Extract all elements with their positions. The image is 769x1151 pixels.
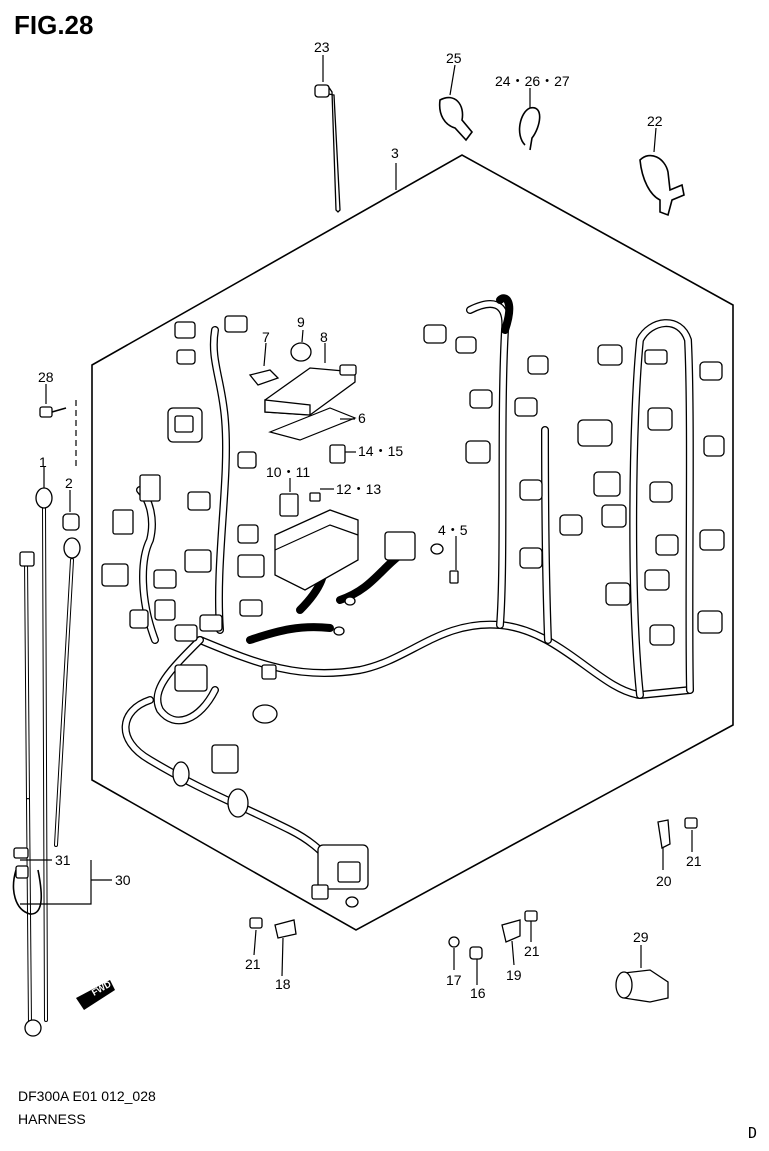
- callout-10-11: 10・11: [266, 464, 310, 480]
- callout-31: 31: [55, 852, 71, 868]
- callout-29: 29: [633, 929, 649, 945]
- callout-14-15: 14・15: [358, 443, 403, 459]
- callout-21-right: 21: [686, 853, 702, 869]
- callout-1: 1: [39, 454, 47, 470]
- callout-24-26-27: 24・26・27: [495, 73, 570, 89]
- callout-2: 2: [65, 475, 73, 491]
- callout-25: 25: [446, 50, 462, 66]
- assembly-box-outline: [91, 154, 734, 931]
- main-wiring-harness: [121, 294, 694, 864]
- model-code: DF300A E01 012_028: [18, 1088, 156, 1104]
- callout-17: 17: [446, 972, 462, 988]
- callout-19: 19: [506, 967, 522, 983]
- corner-letter: D: [748, 1124, 757, 1142]
- callout-9: 9: [297, 314, 305, 330]
- figure-title: FIG.28: [14, 10, 93, 40]
- forward-direction-arrow-icon: FWD: [76, 979, 115, 1010]
- callout-22: 22: [647, 113, 663, 129]
- callout-3: 3: [391, 145, 399, 161]
- callout-21-center: 21: [524, 943, 540, 959]
- callout-8: 8: [320, 329, 328, 345]
- fuse-box: [248, 342, 459, 591]
- callout-30: 30: [115, 872, 131, 888]
- loose-parts: [12, 84, 698, 1037]
- callout-28: 28: [38, 369, 54, 385]
- figure-caption: HARNESS: [18, 1111, 86, 1127]
- callout-20: 20: [656, 873, 672, 889]
- callout-12-13: 12・13: [336, 481, 381, 497]
- callout-16: 16: [470, 985, 486, 1001]
- callout-7: 7: [262, 329, 270, 345]
- callout-4-5: 4・5: [438, 522, 468, 538]
- harness-connectors: [101, 315, 725, 908]
- callout-23: 23: [314, 39, 330, 55]
- callout-6: 6: [358, 410, 366, 426]
- leader-lines: [20, 55, 693, 985]
- callout-21-left: 21: [245, 956, 261, 972]
- callout-labels: 23 25 24・26・27 22 3 7 9 8 6 14・15 10・11 …: [38, 39, 702, 1001]
- callout-18: 18: [275, 976, 291, 992]
